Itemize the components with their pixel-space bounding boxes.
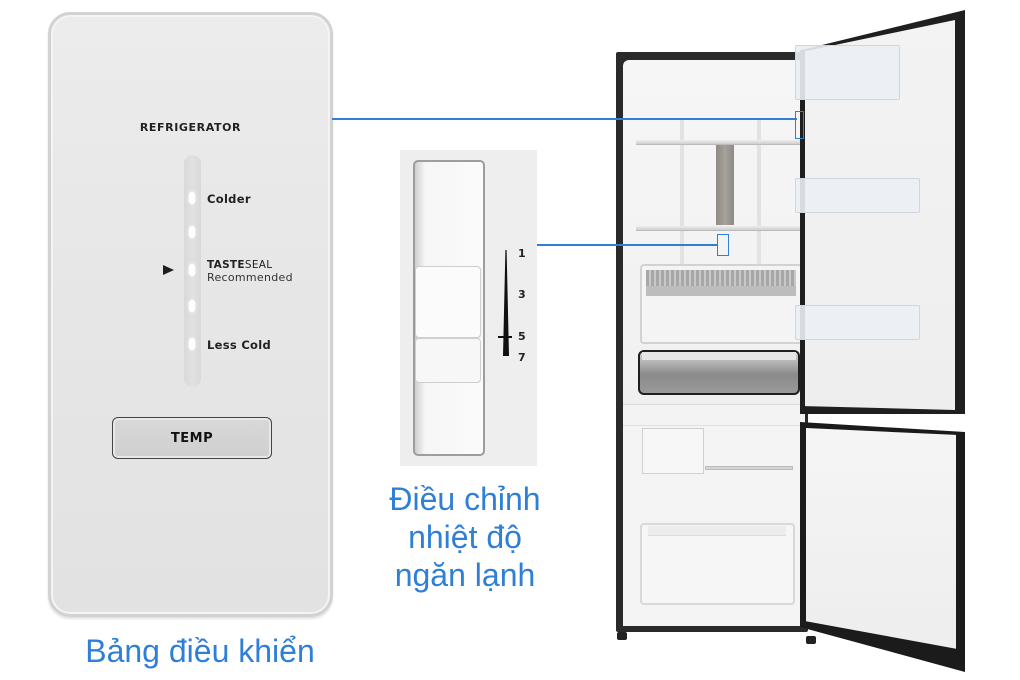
glass-shelf <box>636 226 804 231</box>
current-setting-tick <box>498 336 512 338</box>
led-indicator-less-cold <box>189 338 195 350</box>
slider-caption-line-2: nhiệt độ <box>408 519 522 555</box>
tasteseal-brand-bold: TASTE <box>207 259 245 271</box>
temp-button[interactable]: TEMP <box>112 417 272 459</box>
temperature-slider-panel: 1 3 5 7 <box>400 150 537 466</box>
tasteseal-recommended: Recommended <box>207 271 293 284</box>
led-indicator-colder <box>189 192 195 204</box>
scale-label-1: 1 <box>518 247 526 260</box>
level-label-colder: Colder <box>207 192 251 206</box>
led-indicator-tasteseal <box>189 264 195 276</box>
door-bin <box>795 305 920 340</box>
control-panel: REFRIGERATOR Colder TASTESEAL Recommende… <box>48 12 333 617</box>
slider-location-marker <box>717 234 729 256</box>
slider-knob[interactable] <box>415 266 481 338</box>
crisper-vent <box>646 270 796 286</box>
lower-door-liner <box>806 428 956 649</box>
freezer-drawer <box>640 523 795 605</box>
cooling-vent-panel <box>716 145 734 225</box>
freezer-drawer-top <box>648 526 786 536</box>
door-bin <box>795 178 920 213</box>
back-post <box>757 120 761 280</box>
control-panel-location-marker <box>795 111 804 139</box>
freezer-shelf <box>705 466 793 470</box>
compartment-divider <box>623 404 805 426</box>
connector-line-slider <box>537 244 717 246</box>
scale-label-3: 3 <box>518 288 526 301</box>
level-label-tasteseal: TASTESEAL Recommended <box>207 259 293 284</box>
fridge-foot <box>617 632 627 640</box>
slider-caption-line-1: Điều chỉnh <box>389 481 541 517</box>
drawer-trim <box>642 352 796 360</box>
level-label-less-cold: Less Cold <box>207 338 272 352</box>
crisper-band <box>646 286 796 296</box>
slider-caption: Điều chỉnh nhiệt độ ngăn lạnh <box>360 480 570 594</box>
tasteseal-brand-regular: SEAL <box>244 259 273 271</box>
led-indicator-4 <box>189 300 195 312</box>
slider-knob-lower <box>415 338 481 383</box>
door-foot <box>806 636 816 644</box>
ice-tray <box>642 428 704 474</box>
scale-label-7: 7 <box>518 351 526 364</box>
back-post <box>680 120 684 280</box>
connector-line-control-panel <box>332 118 797 120</box>
scale-label-5: 5 <box>518 330 526 343</box>
panel-title: REFRIGERATOR <box>139 121 242 134</box>
temperature-scale-wedge <box>503 250 509 356</box>
glass-shelf <box>636 140 804 145</box>
slider-caption-line-3: ngăn lạnh <box>394 557 536 593</box>
door-dairy-compartment <box>795 45 900 100</box>
led-indicator-2 <box>189 226 195 238</box>
selected-arrow-icon <box>163 265 174 275</box>
control-panel-caption: Bảng điều khiển <box>85 633 315 669</box>
